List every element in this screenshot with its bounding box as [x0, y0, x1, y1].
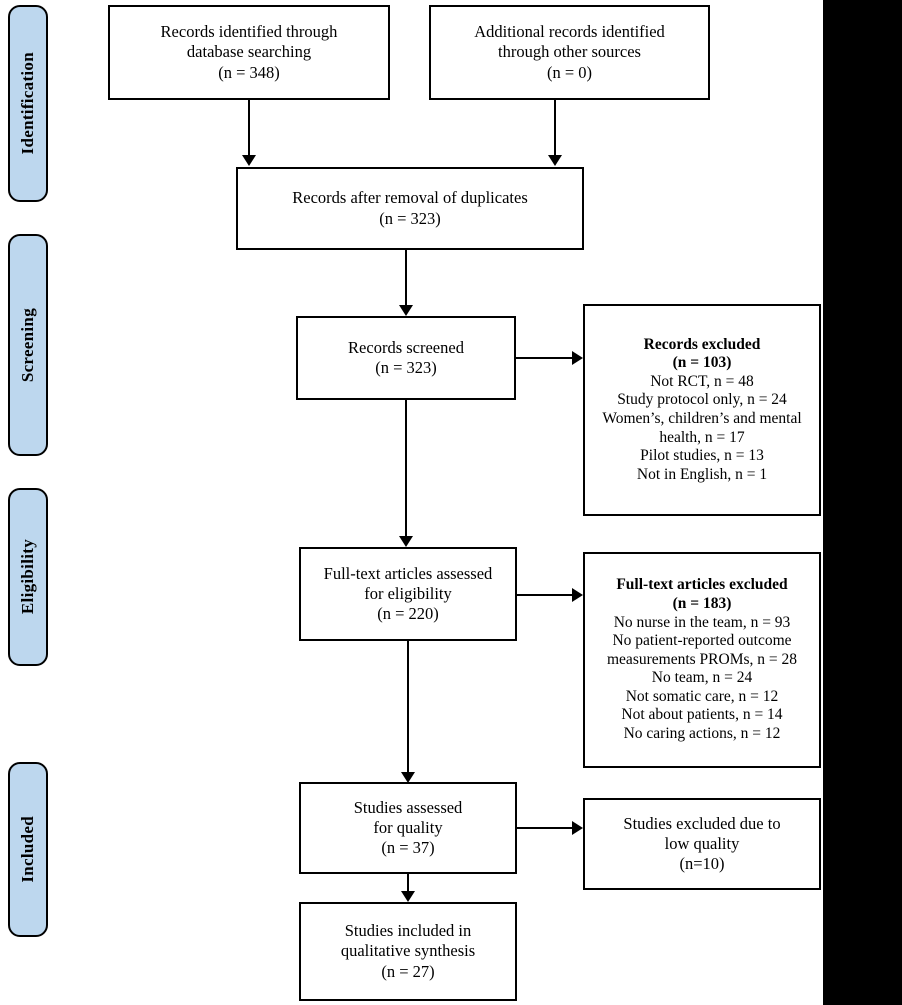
- box-records-excluded-count: (n = 103): [672, 354, 732, 372]
- box-records-screened: Records screened (n = 323): [296, 316, 516, 400]
- arrowhead-screened-to-fulltext: [399, 536, 413, 547]
- box-records-excluded-reason-3: Women’s, children’s and mental health, n…: [602, 410, 802, 446]
- right-margin-band: [823, 0, 902, 1005]
- connector-additional-to-duplicates: [554, 100, 556, 155]
- box-fulltext-assessed-line-1: Full-text articles assessed: [323, 563, 493, 583]
- box-records-after-duplicates-line-1: Records after removal of duplicates: [292, 188, 528, 208]
- arrowhead-screened-to-excluded: [572, 351, 583, 365]
- stage-tab-eligibility: Eligibility: [8, 488, 48, 666]
- box-fulltext-assessed: Full-text articles assessed for eligibil…: [299, 547, 517, 641]
- box-studies-excluded-low-quality: Studies excluded due to low quality (n=1…: [583, 798, 821, 890]
- box-fulltext-excluded-reason-6: No caring actions, n = 12: [623, 725, 781, 743]
- box-fulltext-excluded-reason-3: No team, n = 24: [651, 669, 753, 687]
- arrowhead-duplicates-to-screened: [399, 305, 413, 316]
- box-studies-excluded-low-quality-line-2: low quality: [664, 833, 740, 853]
- arrowhead-fulltext-to-quality: [401, 772, 415, 783]
- box-studies-quality: Studies assessed for quality (n = 37): [299, 782, 517, 874]
- box-fulltext-excluded-reason-2: No patient-reported outcome measurements…: [607, 632, 797, 668]
- connector-identified-to-duplicates: [248, 100, 250, 155]
- connector-fulltext-to-excluded: [517, 594, 576, 596]
- connector-fulltext-to-quality: [407, 641, 409, 772]
- box-records-excluded-title: Records excluded: [643, 335, 761, 353]
- box-fulltext-excluded: Full-text articles excluded (n = 183) No…: [583, 552, 821, 768]
- stage-tab-eligibility-label: Eligibility: [18, 539, 37, 615]
- box-records-excluded: Records excluded (n = 103) Not RCT, n = …: [583, 304, 821, 516]
- stage-tab-included-label: Included: [18, 816, 37, 883]
- box-records-after-duplicates: Records after removal of duplicates (n =…: [236, 167, 584, 250]
- arrowhead-quality-to-excluded: [572, 821, 583, 835]
- box-additional-records-line-1: Additional records identified: [474, 22, 665, 42]
- stage-tab-screening: Screening: [8, 234, 48, 456]
- box-records-identified: Records identified through database sear…: [108, 5, 390, 100]
- box-records-screened-count: (n = 323): [375, 358, 437, 377]
- arrowhead-quality-to-included: [401, 891, 415, 902]
- arrowhead-identified-to-duplicates: [242, 155, 256, 166]
- box-fulltext-excluded-count: (n = 183): [672, 594, 732, 612]
- connector-duplicates-to-screened: [405, 250, 407, 305]
- box-fulltext-excluded-title: Full-text articles excluded: [616, 576, 788, 594]
- box-records-excluded-reason-4: Pilot studies, n = 13: [640, 447, 764, 465]
- box-records-identified-line-1: Records identified through: [160, 22, 338, 42]
- box-studies-included-line-2: qualitative synthesis: [340, 941, 476, 961]
- stage-tab-screening-label: Screening: [18, 307, 37, 383]
- box-studies-included-line-1: Studies included in: [344, 921, 472, 941]
- box-records-excluded-reason-2: Study protocol only, n = 24: [617, 391, 787, 409]
- box-studies-excluded-low-quality-count: (n=10): [679, 854, 725, 874]
- box-additional-records: Additional records identified through ot…: [429, 5, 710, 100]
- box-fulltext-excluded-reason-5: Not about patients, n = 14: [621, 706, 783, 724]
- box-records-screened-line-1: Records screened: [348, 337, 464, 357]
- box-studies-quality-line-1: Studies assessed: [353, 797, 463, 817]
- arrowhead-additional-to-duplicates: [548, 155, 562, 166]
- arrowhead-fulltext-to-excluded: [572, 588, 583, 602]
- stage-tab-included: Included: [8, 762, 48, 937]
- connector-quality-to-included: [407, 874, 409, 892]
- box-records-excluded-reason-5: Not in English, n = 1: [636, 465, 768, 483]
- box-records-identified-line-2: database searching: [186, 42, 312, 62]
- box-fulltext-excluded-reason-1: No nurse in the team, n = 93: [613, 613, 791, 631]
- box-fulltext-excluded-reason-4: Not somatic care, n = 12: [625, 687, 779, 705]
- stage-tab-identification: Identification: [8, 5, 48, 202]
- connector-screened-to-excluded: [516, 357, 576, 359]
- box-studies-included-count: (n = 27): [381, 961, 435, 981]
- connector-screened-to-fulltext: [405, 400, 407, 536]
- box-studies-quality-line-2: for quality: [373, 817, 443, 837]
- box-additional-records-line-2: through other sources: [498, 42, 641, 62]
- box-studies-included: Studies included in qualitative synthesi…: [299, 902, 517, 1001]
- box-studies-quality-count: (n = 37): [381, 838, 435, 858]
- stage-tab-identification-label: Identification: [18, 52, 37, 155]
- box-fulltext-assessed-line-2: for eligibility: [364, 583, 452, 603]
- box-records-identified-count: (n = 348): [218, 62, 280, 82]
- connector-quality-to-excluded: [517, 827, 576, 829]
- box-fulltext-assessed-count: (n = 220): [377, 604, 439, 624]
- box-records-after-duplicates-count: (n = 323): [379, 208, 441, 228]
- box-additional-records-count: (n = 0): [546, 62, 593, 82]
- box-records-excluded-reason-1: Not RCT, n = 48: [650, 372, 754, 390]
- box-studies-excluded-low-quality-line-1: Studies excluded due to: [623, 813, 781, 833]
